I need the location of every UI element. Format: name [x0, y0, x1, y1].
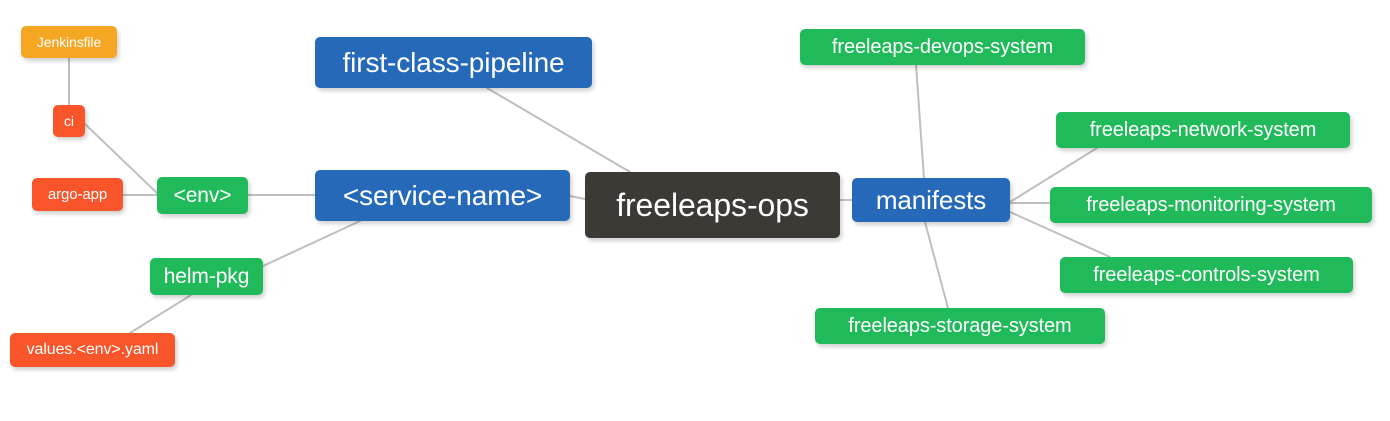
node-freeleaps-controls-system[interactable]: freeleaps-controls-system — [1060, 257, 1353, 293]
node-label-freeleaps-monitoring-system: freeleaps-monitoring-system — [1086, 194, 1336, 216]
node-manifests[interactable]: manifests — [852, 178, 1010, 222]
node-label-helm-pkg: helm-pkg — [163, 265, 250, 288]
edge-service-name-to-freeleaps-ops — [569, 195, 586, 200]
node-values-yaml[interactable]: values.<env>.yaml — [10, 333, 175, 367]
node-label-freeleaps-ops: freeleaps-ops — [616, 187, 809, 223]
edge-first-class-pipeline-to-freeleaps-ops — [486, 87, 631, 173]
node-env[interactable]: <env> — [157, 177, 248, 214]
node-freeleaps-ops[interactable]: freeleaps-ops — [585, 172, 840, 238]
edge-manifests-to-freeleaps-storage-system — [924, 221, 949, 309]
node-label-freeleaps-storage-system: freeleaps-storage-system — [848, 315, 1072, 337]
node-label-freeleaps-devops-system: freeleaps-devops-system — [831, 36, 1054, 58]
node-first-class-pipeline[interactable]: first-class-pipeline — [315, 37, 592, 88]
node-label-freeleaps-network-system: freeleaps-network-system — [1089, 119, 1317, 141]
edge-manifests-to-freeleaps-controls-system — [1009, 211, 1111, 258]
node-label-service-name: <service-name> — [342, 179, 543, 211]
node-helm-pkg[interactable]: helm-pkg — [150, 258, 263, 295]
node-jenkinsfile[interactable]: Jenkinsfile — [21, 26, 117, 58]
edge-helm-pkg-to-values-yaml — [129, 294, 192, 334]
node-freeleaps-network-system[interactable]: freeleaps-network-system — [1056, 112, 1350, 148]
node-label-values-yaml: values.<env>.yaml — [26, 341, 159, 358]
node-label-freeleaps-controls-system: freeleaps-controls-system — [1093, 264, 1320, 286]
edge-manifests-to-freeleaps-devops-system — [915, 64, 925, 179]
edge-service-name-to-helm-pkg — [262, 220, 361, 267]
node-label-jenkinsfile: Jenkinsfile — [36, 34, 102, 50]
node-ci[interactable]: ci — [53, 105, 85, 137]
node-service-name[interactable]: <service-name> — [315, 170, 570, 221]
node-label-first-class-pipeline: first-class-pipeline — [342, 46, 565, 78]
edge-ci-to-env — [84, 123, 158, 194]
node-label-manifests: manifests — [875, 185, 987, 215]
node-freeleaps-monitoring-system[interactable]: freeleaps-monitoring-system — [1050, 187, 1372, 223]
edge-manifests-to-freeleaps-network-system — [1009, 147, 1098, 203]
node-label-env: <env> — [173, 184, 232, 207]
node-argo-app[interactable]: argo-app — [32, 178, 123, 211]
node-label-ci: ci — [64, 113, 74, 129]
node-label-argo-app: argo-app — [47, 186, 108, 203]
node-freeleaps-devops-system[interactable]: freeleaps-devops-system — [800, 29, 1085, 65]
node-freeleaps-storage-system[interactable]: freeleaps-storage-system — [815, 308, 1105, 344]
